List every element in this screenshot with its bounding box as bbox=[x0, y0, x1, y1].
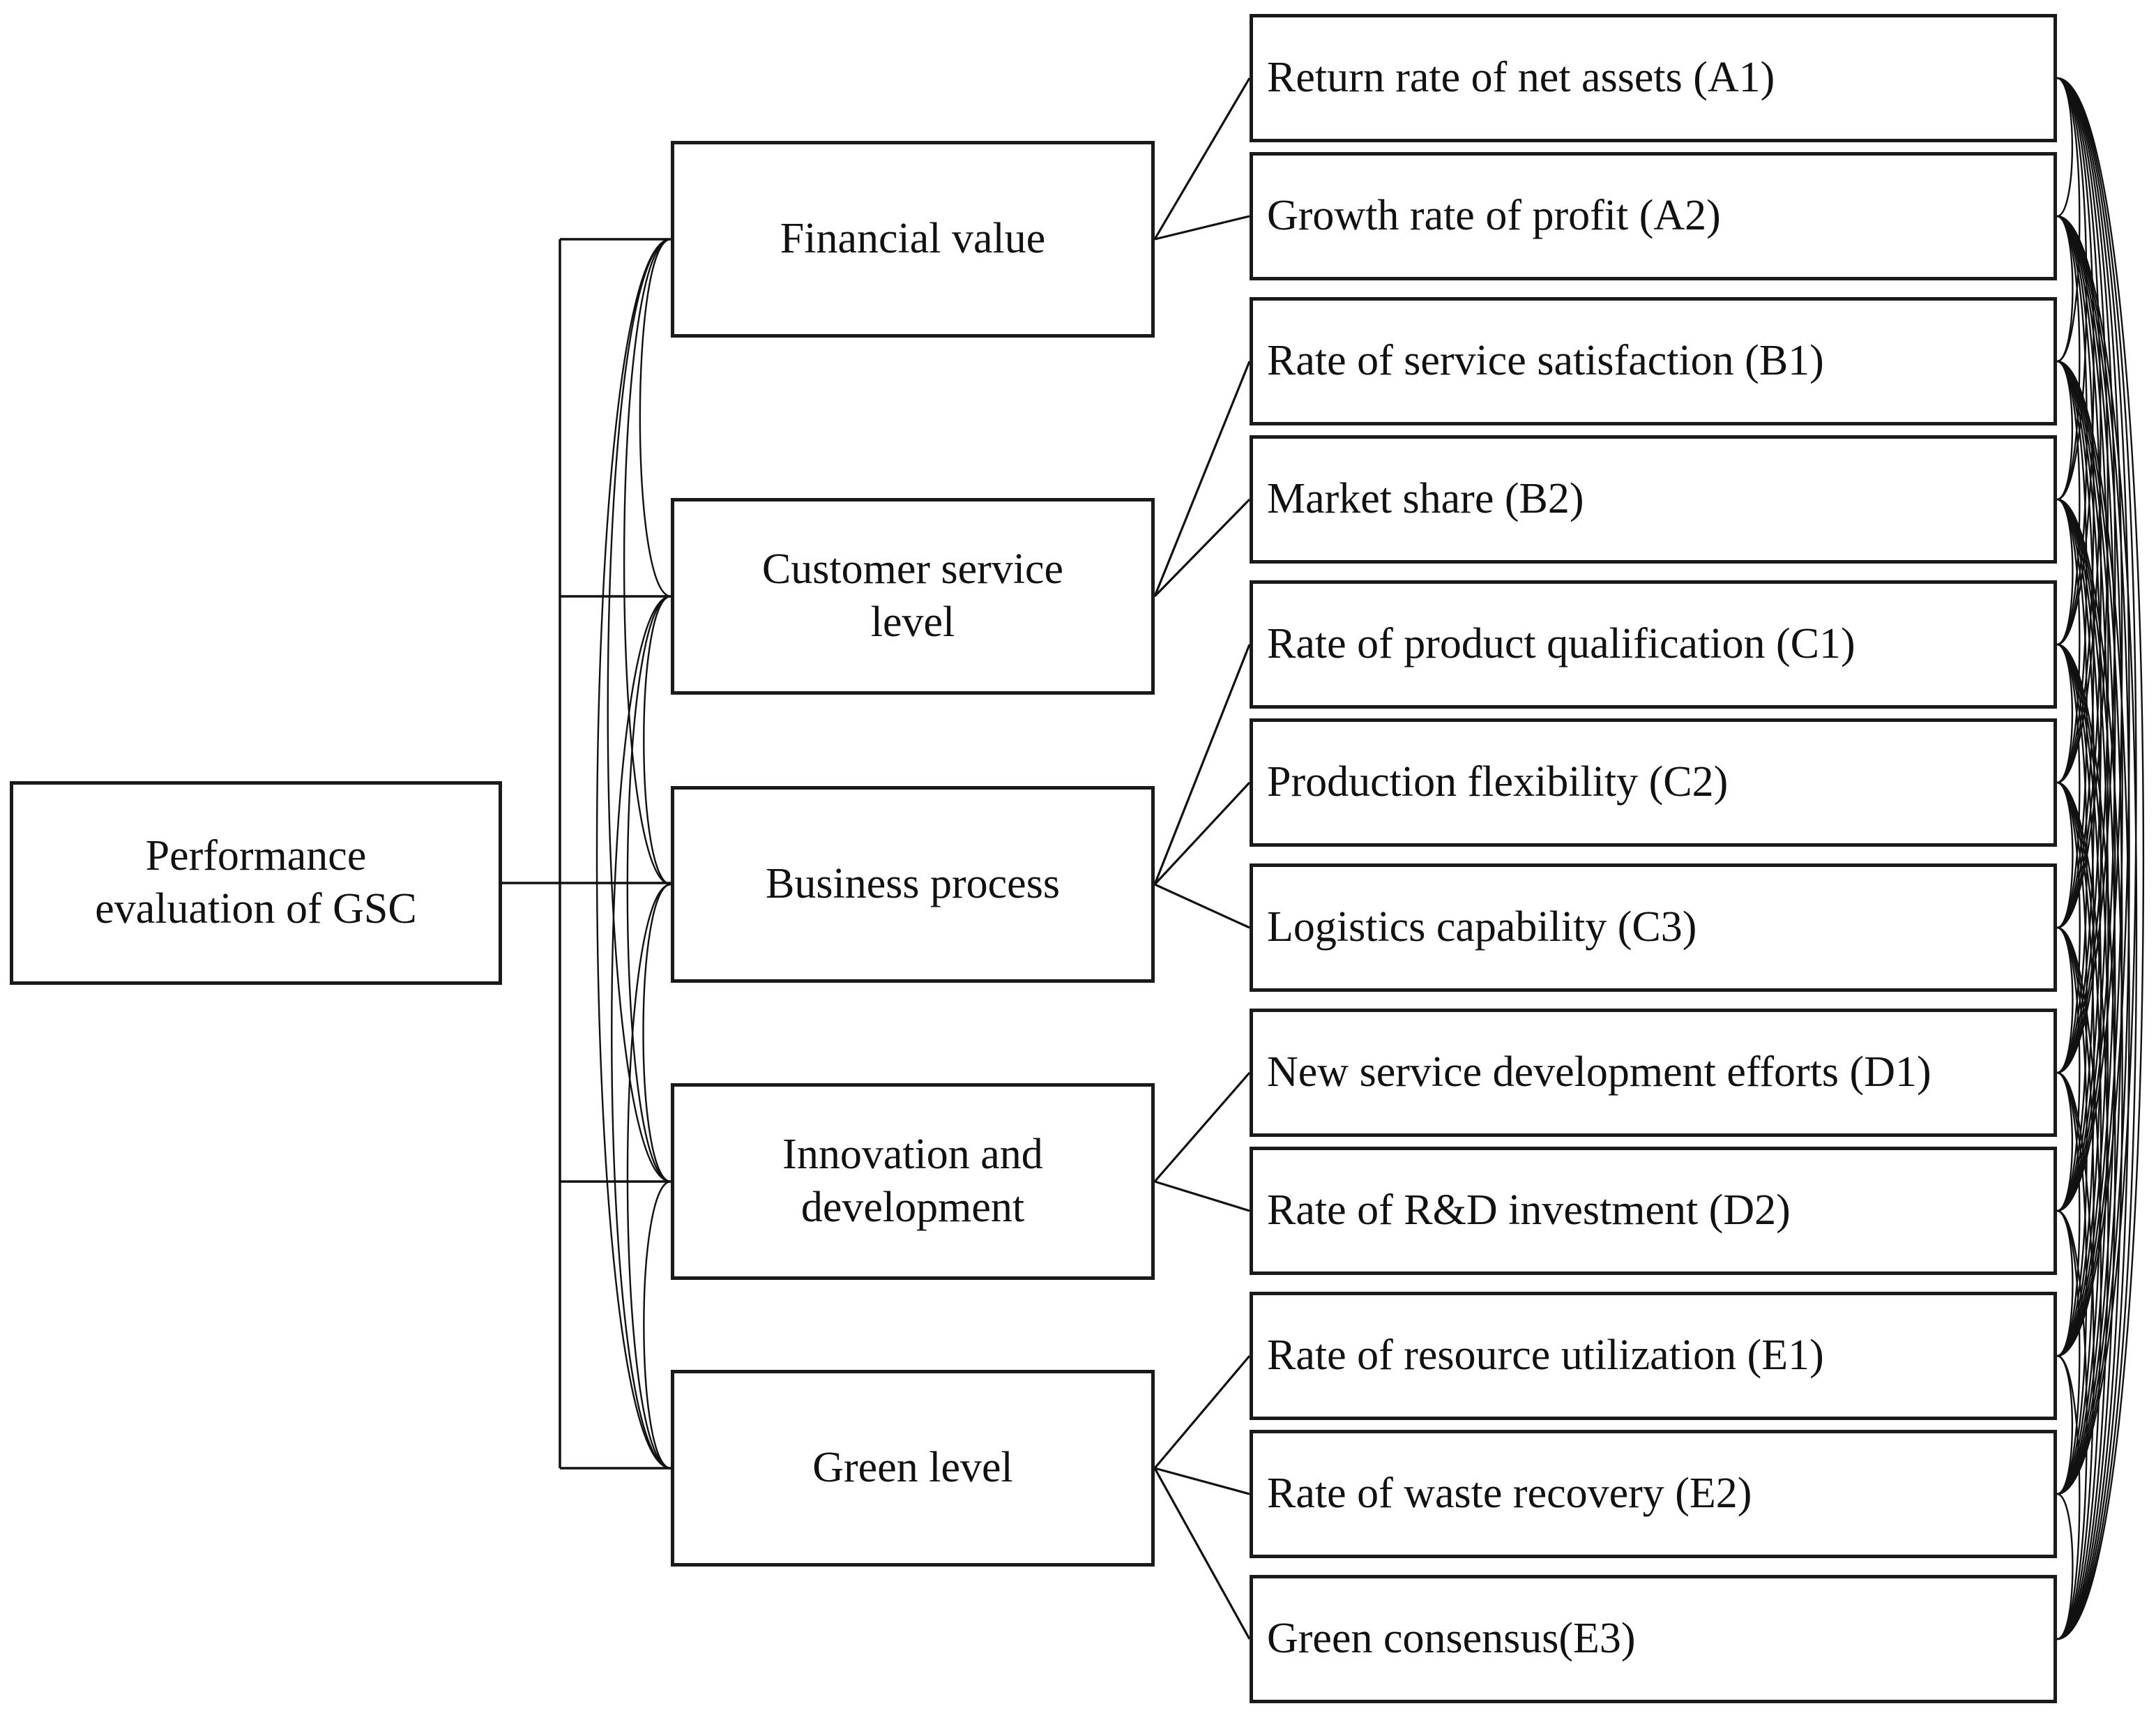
indicator-box-c1: Rate of product qualification (C1) bbox=[1250, 580, 2057, 709]
dimension-correlation-arc bbox=[626, 595, 671, 1183]
indicator-correlation-arc bbox=[2056, 1209, 2088, 1640]
dimension-correlation-arc bbox=[626, 883, 671, 1470]
indicator-label: Rate of service satisfaction (B1) bbox=[1267, 337, 1824, 385]
indicator-label: New service development efforts (D1) bbox=[1267, 1048, 1931, 1096]
indicator-box-c3: Logistics capability (C3) bbox=[1250, 863, 2057, 992]
indicator-label: Rate of resource utilization (E1) bbox=[1267, 1331, 1824, 1380]
indicator-correlation-arc bbox=[2056, 215, 2109, 1074]
indicator-box-c2: Production flexibility (C2) bbox=[1250, 718, 2057, 847]
edge-dimension-to-indicator bbox=[1153, 644, 1251, 885]
dimension-label-line2: level bbox=[870, 598, 955, 646]
dimension-correlation-arc bbox=[639, 238, 671, 598]
edge-dimension-to-indicator bbox=[1153, 1467, 1251, 1640]
indicator-correlation-arc bbox=[2056, 643, 2109, 1495]
dimension-label-line1: Business process bbox=[766, 860, 1060, 908]
dimension-label-line1: Financial value bbox=[780, 215, 1046, 263]
edge-dimension-to-indicator bbox=[1153, 361, 1251, 597]
dimension-correlation-arc bbox=[643, 1180, 671, 1470]
indicator-correlation-arc bbox=[2056, 643, 2088, 1074]
edge-dimension-to-indicator bbox=[1153, 1071, 1251, 1183]
dimension-correlation-arc bbox=[607, 238, 671, 1183]
dimension-correlation-arc bbox=[623, 238, 671, 886]
indicator-label: Rate of R&D investment (D2) bbox=[1267, 1186, 1791, 1235]
indicator-label: Return rate of net assets (A1) bbox=[1267, 54, 1775, 102]
indicator-label: Green consensus(E3) bbox=[1267, 1615, 1636, 1663]
indicator-correlation-arc bbox=[2056, 781, 2088, 1212]
indicator-label: Growth rate of profit (A2) bbox=[1267, 192, 1721, 240]
edge-dimension-to-indicator bbox=[1153, 498, 1251, 598]
indicator-correlation-arc bbox=[2056, 1071, 2095, 1640]
indicator-correlation-arc bbox=[2056, 498, 2095, 1074]
indicator-label: Market share (B2) bbox=[1267, 475, 1584, 523]
indicator-box-e2: Rate of waste recovery (E2) bbox=[1250, 1430, 2057, 1558]
indicator-correlation-arc bbox=[2056, 781, 2109, 1640]
edge-dimension-to-indicator bbox=[1154, 1180, 1250, 1212]
indicator-box-b2: Market share (B2) bbox=[1250, 435, 2057, 564]
dimension-label-line2: development bbox=[800, 1184, 1025, 1231]
dimension-correlation-arc bbox=[595, 238, 671, 1470]
indicator-label: Production flexibility (C2) bbox=[1267, 758, 1729, 806]
indicator-correlation-arc bbox=[2056, 77, 2145, 1640]
indicator-correlation-arc bbox=[2056, 215, 2130, 1495]
dimension-correlation-arc bbox=[611, 595, 671, 1470]
dimension-label-line1: Innovation and bbox=[782, 1131, 1043, 1179]
dimension-box-business-process: Business process bbox=[671, 786, 1155, 983]
indicator-box-d2: Rate of R&D investment (D2) bbox=[1250, 1147, 2057, 1275]
dimension-box-financial-value: Financial value bbox=[671, 141, 1155, 338]
indicator-correlation-arc bbox=[2056, 498, 2109, 1357]
edge-dimension-to-indicator bbox=[1153, 781, 1251, 886]
indicator-correlation-arc bbox=[2056, 360, 2130, 1640]
root-box-performance-evaluation: Performance evaluation of GSC bbox=[10, 781, 502, 985]
edge-dimension-to-indicator bbox=[1154, 883, 1250, 929]
indicator-correlation-arc bbox=[2056, 360, 2123, 1495]
edge-dimension-to-indicator bbox=[1154, 1467, 1250, 1495]
dimension-correlation-arc bbox=[642, 883, 671, 1183]
root-label-line1: Performance bbox=[145, 832, 367, 880]
indicator-correlation-arc bbox=[2056, 77, 2130, 1357]
indicator-correlation-arc bbox=[2056, 926, 2102, 1640]
dimension-correlation-arc bbox=[643, 595, 671, 886]
dimension-label-line1: Customer service bbox=[761, 545, 1064, 594]
indicator-correlation-arc bbox=[2056, 1493, 2074, 1640]
indicator-label: Logistics capability (C3) bbox=[1267, 903, 1697, 951]
indicator-correlation-arc bbox=[2056, 215, 2138, 1640]
edge-dimension-to-indicator bbox=[1154, 215, 1250, 241]
indicator-box-a1: Return rate of net assets (A1) bbox=[1250, 14, 2057, 142]
indicator-box-e3: Green consensus(E3) bbox=[1250, 1575, 2057, 1703]
dimension-box-innovation-and-development: Innovation and development bbox=[671, 1083, 1155, 1280]
dimension-label-line1: Green level bbox=[812, 1444, 1013, 1492]
indicator-box-e1: Rate of resource utilization (E1) bbox=[1250, 1292, 2057, 1420]
edge-dimension-to-indicator bbox=[1153, 1354, 1251, 1470]
indicator-correlation-arc bbox=[2056, 926, 2095, 1495]
indicator-correlation-arc bbox=[2056, 926, 2088, 1357]
indicator-correlation-arc bbox=[2056, 498, 2123, 1640]
indicator-correlation-arc bbox=[2056, 215, 2123, 1357]
indicator-correlation-arc bbox=[2056, 1071, 2088, 1495]
indicator-label: Rate of product qualification (C1) bbox=[1267, 620, 1855, 668]
indicator-box-a2: Growth rate of profit (A2) bbox=[1250, 152, 2057, 280]
indicator-box-d1: New service development efforts (D1) bbox=[1250, 1009, 2057, 1137]
indicator-label: Rate of waste recovery (E2) bbox=[1267, 1470, 1752, 1518]
indicator-correlation-arc bbox=[2056, 360, 2109, 1212]
indicator-correlation-arc bbox=[2056, 77, 2123, 1212]
indicator-box-b1: Rate of service satisfaction (B1) bbox=[1250, 297, 2057, 425]
dimension-box-customer-service-level: Customer service level bbox=[671, 498, 1155, 695]
dimension-box-green-level: Green level bbox=[671, 1370, 1155, 1567]
edge-dimension-to-indicator bbox=[1153, 77, 1251, 240]
indicator-correlation-arc bbox=[2056, 781, 2095, 1357]
indicator-correlation-arc bbox=[2056, 643, 2116, 1640]
root-label-line2: evaluation of GSC bbox=[95, 885, 417, 933]
indicator-correlation-arc bbox=[2056, 215, 2095, 784]
